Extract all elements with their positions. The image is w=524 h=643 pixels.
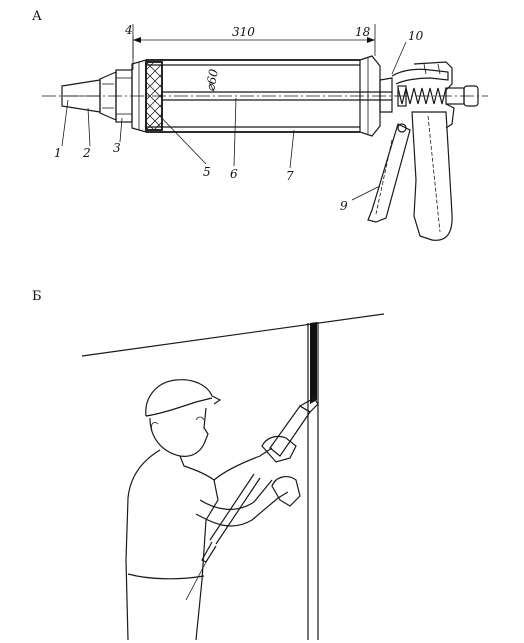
dimension-length-label: 310	[232, 25, 255, 39]
head	[149, 407, 209, 457]
sealant-gun	[185, 397, 319, 601]
callout-7: 7	[286, 169, 294, 183]
dimension-end-label: 18	[355, 25, 371, 39]
trigger-lever	[367, 123, 411, 223]
diameter-label: ⌀60	[203, 68, 221, 93]
nozzle	[61, 79, 101, 113]
callout-6: 6	[230, 167, 238, 181]
panel-a: А	[32, 9, 488, 241]
handle-grip	[411, 111, 453, 241]
belt	[127, 573, 205, 580]
cap	[145, 379, 222, 417]
ceiling-and-wall	[81, 313, 385, 640]
piston-rod	[162, 91, 392, 101]
panel-a-letter: А	[32, 9, 42, 24]
callout-2: 2	[82, 146, 91, 160]
sealant-bead	[310, 322, 317, 404]
near-arm	[195, 491, 289, 527]
callout-1: 1	[54, 146, 62, 160]
callout-5: 5	[203, 165, 211, 179]
callout-3: 3	[113, 141, 121, 155]
hand-lower	[271, 476, 301, 507]
callout-10: 10	[408, 29, 424, 43]
worker	[125, 379, 301, 641]
panel-b-letter: Б	[32, 289, 42, 304]
rear-knob	[445, 85, 479, 107]
panel-b: Б	[32, 289, 385, 641]
callout-4: 4	[124, 23, 133, 37]
far-arm	[213, 447, 273, 481]
dimension-310: 310 18	[132, 24, 376, 70]
callout-9: 9	[340, 199, 348, 213]
torso	[125, 449, 161, 641]
rear-cap	[359, 55, 381, 137]
cylinder-body	[146, 59, 360, 133]
callout-leaders	[61, 36, 407, 201]
handle-body	[379, 61, 455, 129]
